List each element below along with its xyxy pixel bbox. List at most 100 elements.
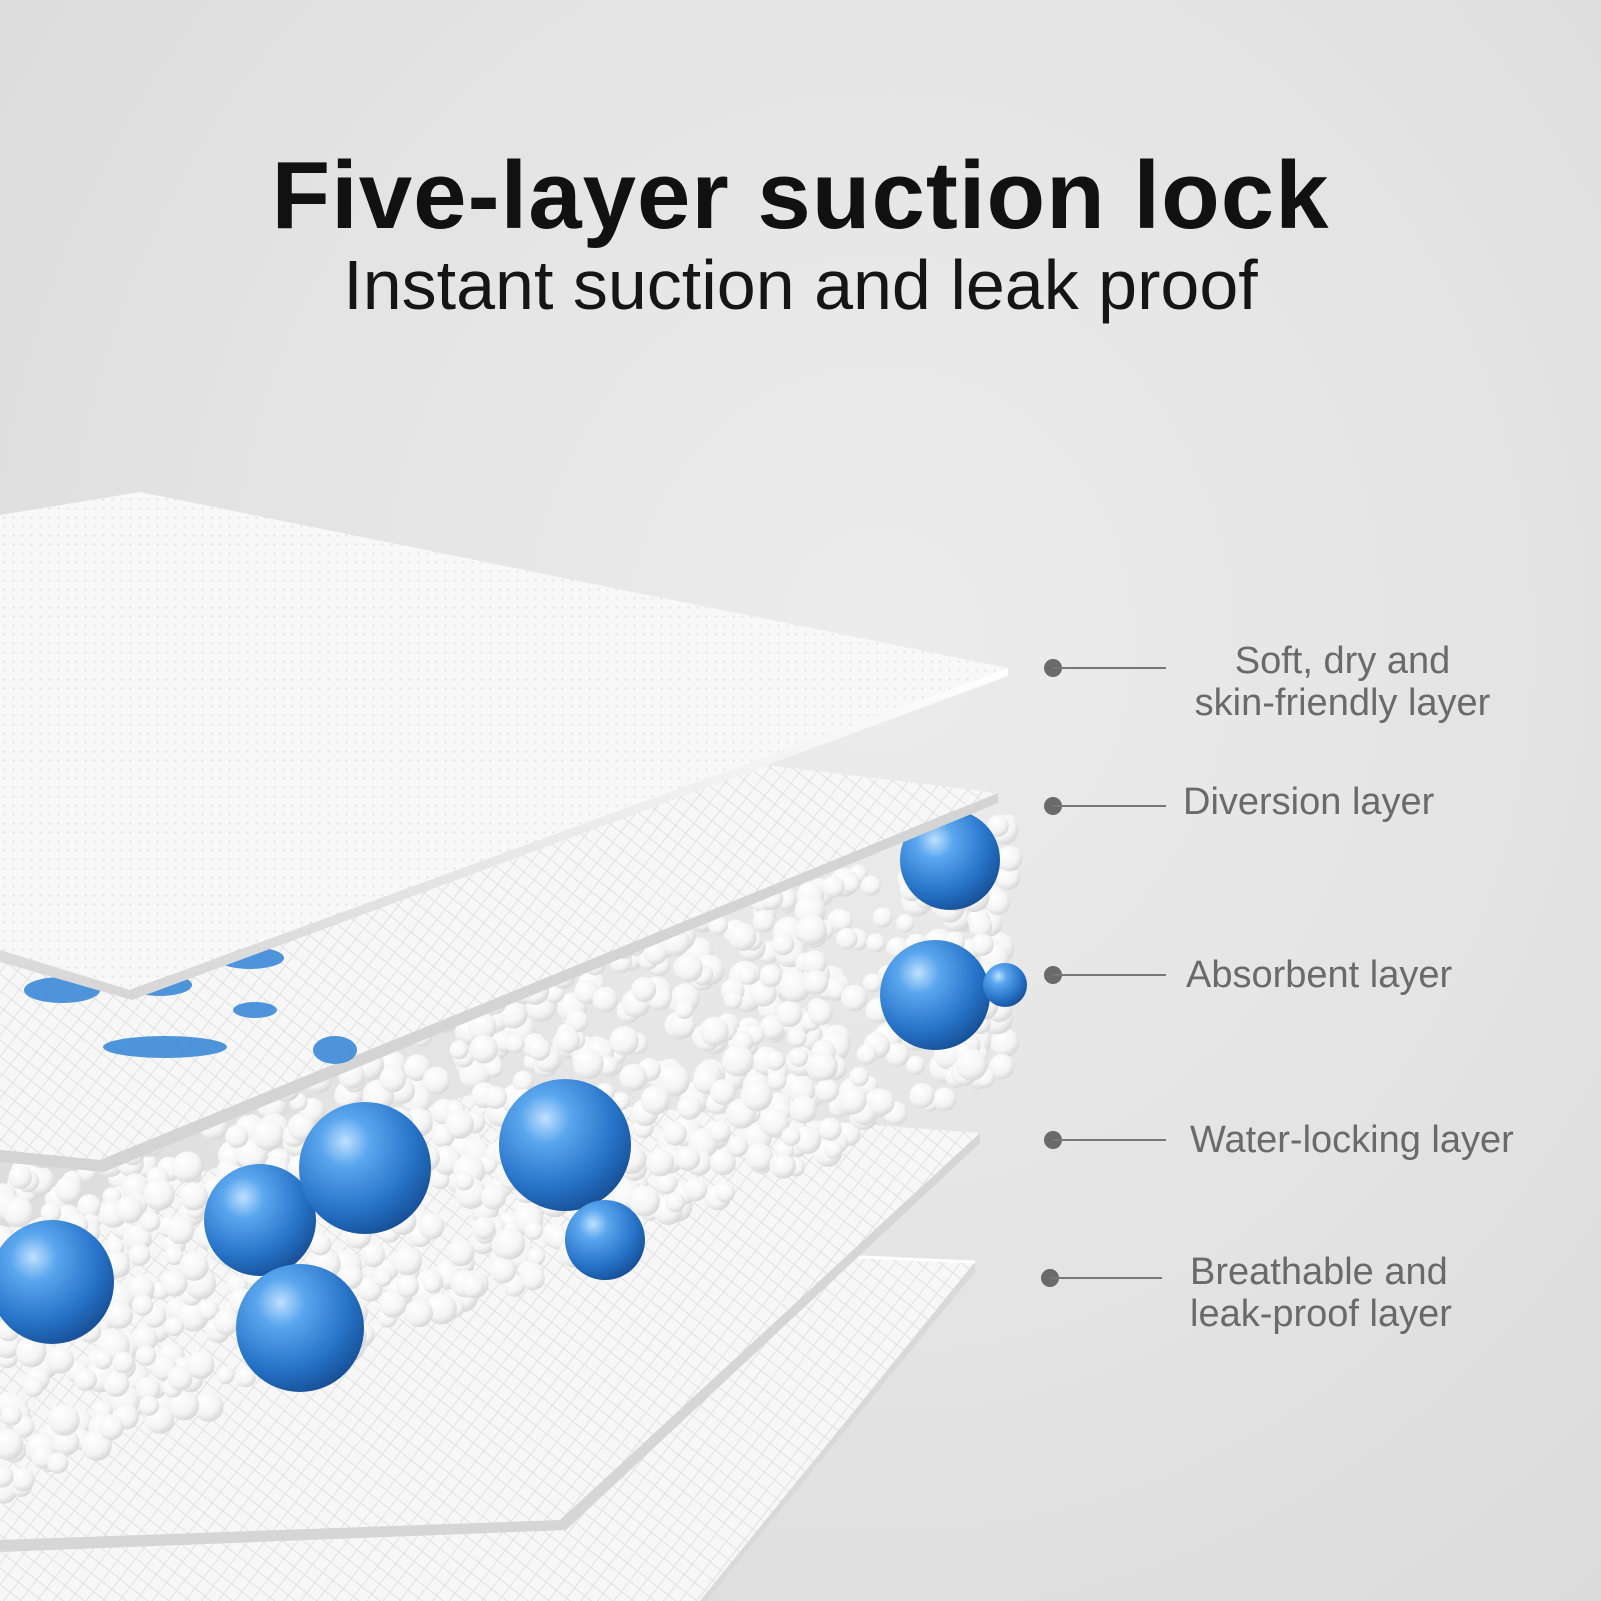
absorbent-bead bbox=[970, 933, 994, 956]
absorbent-bead bbox=[93, 1350, 113, 1370]
label-diversion-layer: Diversion layer bbox=[1183, 781, 1434, 823]
absorbent-bead bbox=[128, 1243, 151, 1266]
absorbent-bead bbox=[709, 1120, 731, 1143]
absorbent-bead bbox=[405, 1299, 433, 1328]
absorbent-bead bbox=[825, 978, 847, 1000]
absorbent-bead bbox=[422, 1066, 451, 1095]
absorbent-bead bbox=[493, 1228, 526, 1260]
label-diversion-line1: Diversion layer bbox=[1183, 781, 1435, 823]
absorbent-bead bbox=[469, 1035, 498, 1064]
absorbent-bead bbox=[675, 1000, 694, 1020]
absorbent-bead bbox=[418, 1213, 445, 1240]
absorbent-bead bbox=[741, 1080, 773, 1112]
absorbent-bead bbox=[669, 1012, 696, 1038]
absorbent-bead bbox=[8, 1165, 32, 1190]
absorbent-bead bbox=[759, 1108, 790, 1138]
absorbent-bead bbox=[807, 1000, 833, 1026]
label-absorbent-line1: Absorbent layer bbox=[1186, 954, 1453, 996]
absorbent-bead bbox=[161, 1270, 188, 1297]
absorbent-bead bbox=[54, 1176, 83, 1204]
absorbent-bead bbox=[752, 909, 775, 933]
absorbent-bead bbox=[896, 914, 915, 933]
absorbent-bead bbox=[77, 1194, 102, 1219]
absorbent-bead bbox=[665, 1192, 686, 1212]
absorbent-bead bbox=[506, 1034, 525, 1054]
absorbent-bead bbox=[985, 889, 1011, 916]
absorbent-bead bbox=[135, 1345, 157, 1366]
absorbent-bead bbox=[554, 1028, 580, 1054]
absorbent-bead bbox=[98, 1414, 124, 1440]
absorbent-bead bbox=[726, 1135, 749, 1157]
absorbent-bead bbox=[74, 1368, 97, 1391]
absorbent-bead bbox=[776, 1000, 803, 1027]
absorbent-bead bbox=[822, 875, 845, 899]
soft-dry-sheet bbox=[0, 492, 1008, 1000]
label-soft-dry-layer: Soft, dry and skin-friendly layer bbox=[1185, 640, 1500, 724]
absorbent-bead bbox=[658, 1064, 690, 1097]
absorbent-bead bbox=[990, 1028, 1019, 1057]
absorbent-bead bbox=[10, 1467, 35, 1492]
absorbent-bead bbox=[640, 1085, 670, 1115]
absorbent-bead bbox=[989, 1054, 1015, 1080]
absorbent-bead bbox=[461, 1275, 485, 1298]
absorbent-bead bbox=[164, 1316, 185, 1337]
absorbent-bead bbox=[592, 986, 619, 1013]
label-soft-dry-line1: Soft, dry and bbox=[1234, 640, 1451, 682]
absorbent-bead bbox=[599, 1056, 619, 1076]
absorbent-bead bbox=[849, 1067, 869, 1087]
absorbent-bead bbox=[619, 1063, 647, 1092]
absorbent-bead bbox=[767, 1070, 787, 1091]
absorbent-bead bbox=[872, 907, 893, 928]
subheadline: Instant suction and leak proof bbox=[343, 246, 1258, 324]
absorbent-bead bbox=[46, 1345, 75, 1374]
callouts bbox=[1041, 659, 1166, 1287]
absorbent-bead bbox=[609, 1026, 639, 1056]
absorbent-bead bbox=[498, 1000, 528, 1029]
absorbent-bead bbox=[23, 1376, 44, 1398]
absorbent-bead bbox=[524, 1221, 543, 1240]
absorbent-bead bbox=[774, 1141, 794, 1161]
absorbent-bead bbox=[955, 1048, 988, 1081]
absorbent-bead bbox=[866, 933, 886, 953]
absorbent-bead bbox=[392, 1246, 422, 1276]
absorbent-bead bbox=[252, 1118, 285, 1151]
absorbent-bead bbox=[449, 1040, 469, 1060]
absorbent-bead bbox=[788, 1047, 809, 1067]
absorbent-bead bbox=[167, 1365, 193, 1391]
absorbent-bead bbox=[675, 1145, 701, 1171]
absorbent-bead bbox=[0, 1465, 14, 1488]
absorbent-bead bbox=[909, 1083, 935, 1109]
absorbent-bead bbox=[512, 1070, 534, 1092]
absorbent-bead bbox=[193, 1391, 224, 1422]
absorbent-bead bbox=[987, 815, 1009, 837]
absorbent-bead bbox=[862, 973, 883, 993]
absorbent-bead bbox=[714, 1182, 735, 1203]
absorbent-bead bbox=[40, 1202, 62, 1223]
absorbent-bead bbox=[674, 953, 703, 983]
label-breathable-layer: Breathable and leak-proof layer bbox=[1190, 1251, 1490, 1335]
absorbent-bead bbox=[179, 1182, 208, 1211]
absorbent-bead bbox=[823, 1140, 843, 1159]
absorbent-bead bbox=[723, 990, 743, 1010]
absorbent-bead bbox=[969, 914, 993, 939]
absorbent-bead bbox=[809, 1052, 838, 1081]
absorbent-bead bbox=[765, 1050, 786, 1071]
absorbent-bead bbox=[124, 1224, 152, 1252]
absorbent-bead bbox=[3, 1197, 34, 1228]
absorbent-bead bbox=[308, 1232, 332, 1256]
absorbent-bead bbox=[932, 1087, 957, 1111]
absorbent-bead bbox=[112, 1351, 135, 1374]
absorbent-bead bbox=[396, 1274, 419, 1298]
absorbent-bead bbox=[128, 1275, 155, 1302]
absorbent-bead bbox=[699, 1016, 729, 1047]
absorbent-bead bbox=[996, 865, 1021, 890]
absorbent-bead bbox=[745, 1143, 774, 1172]
absorbent-bead bbox=[779, 971, 811, 1003]
absorbent-bead bbox=[801, 950, 827, 976]
absorbent-bead bbox=[489, 1257, 517, 1284]
absorbent-bead bbox=[787, 1027, 807, 1048]
label-water-locking-layer: Water-locking layer bbox=[1190, 1119, 1514, 1161]
absorbent-bead bbox=[832, 910, 853, 931]
absorbent-bead bbox=[996, 845, 1023, 872]
